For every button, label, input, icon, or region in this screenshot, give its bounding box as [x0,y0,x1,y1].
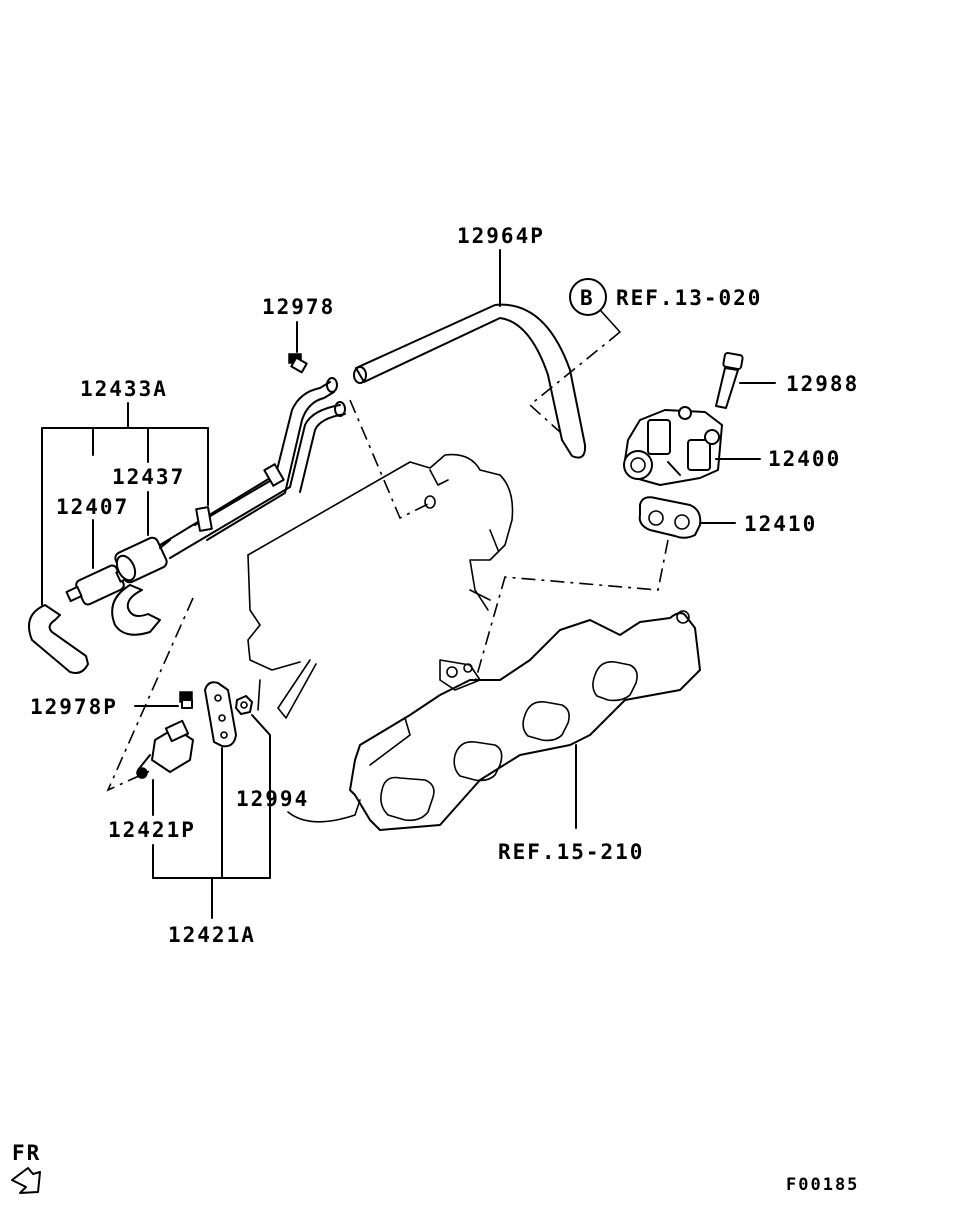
engine-block-outline [247,453,514,719]
label-12978: 12978 [262,295,335,319]
hose-12437[interactable] [111,584,161,636]
ref-circle-B [569,278,607,316]
label-ref13: REF.13-020 [616,286,762,310]
label-ref-circle-B: B [580,286,595,310]
dashed-leader-ref13 [528,331,621,433]
valve-12437[interactable] [113,536,171,584]
leader-12994 [251,714,271,879]
label-ref15: REF.15-210 [498,840,644,864]
hose-left[interactable] [28,604,89,674]
label-12437: 12437 [112,465,185,489]
label-fr: FR [12,1141,41,1165]
label-12994: 12994 [236,787,309,811]
intake-manifold [349,610,701,831]
valve-body-12400[interactable] [623,406,723,486]
figure-code: F00185 [786,1175,859,1195]
label-12978P: 12978P [30,695,118,719]
bolt-12988[interactable] [715,352,744,409]
solenoid-valve-12421P[interactable] [136,719,194,779]
label-12410: 12410 [744,512,817,536]
mounting-bracket[interactable] [204,681,237,748]
gasket-12410[interactable] [638,496,702,539]
label-12407: 12407 [56,495,129,519]
leader-ref13 [600,310,621,333]
bracket-12421A [152,747,271,919]
bracket-12433A [41,402,209,606]
bolt-12978P[interactable] [179,691,193,709]
vacuum-pipe[interactable] [159,377,346,559]
label-12964P: 12964P [457,224,545,248]
hose-12994-link [287,799,361,823]
bolt-12978[interactable] [288,353,308,374]
label-12421A: 12421A [168,923,256,947]
label-12433A: 12433A [80,377,168,401]
air-hose-12964P[interactable] [353,303,587,459]
dashed-solenoid-pipe [106,597,194,792]
label-12421P: 12421P [108,818,196,842]
label-12400: 12400 [768,447,841,471]
dashed-pipe-engine [349,399,433,520]
nut-12994[interactable] [235,695,253,715]
dashed-gasket-manifold [474,539,669,683]
label-12988: 12988 [786,372,859,396]
front-direction-arrow-icon [11,1167,41,1194]
